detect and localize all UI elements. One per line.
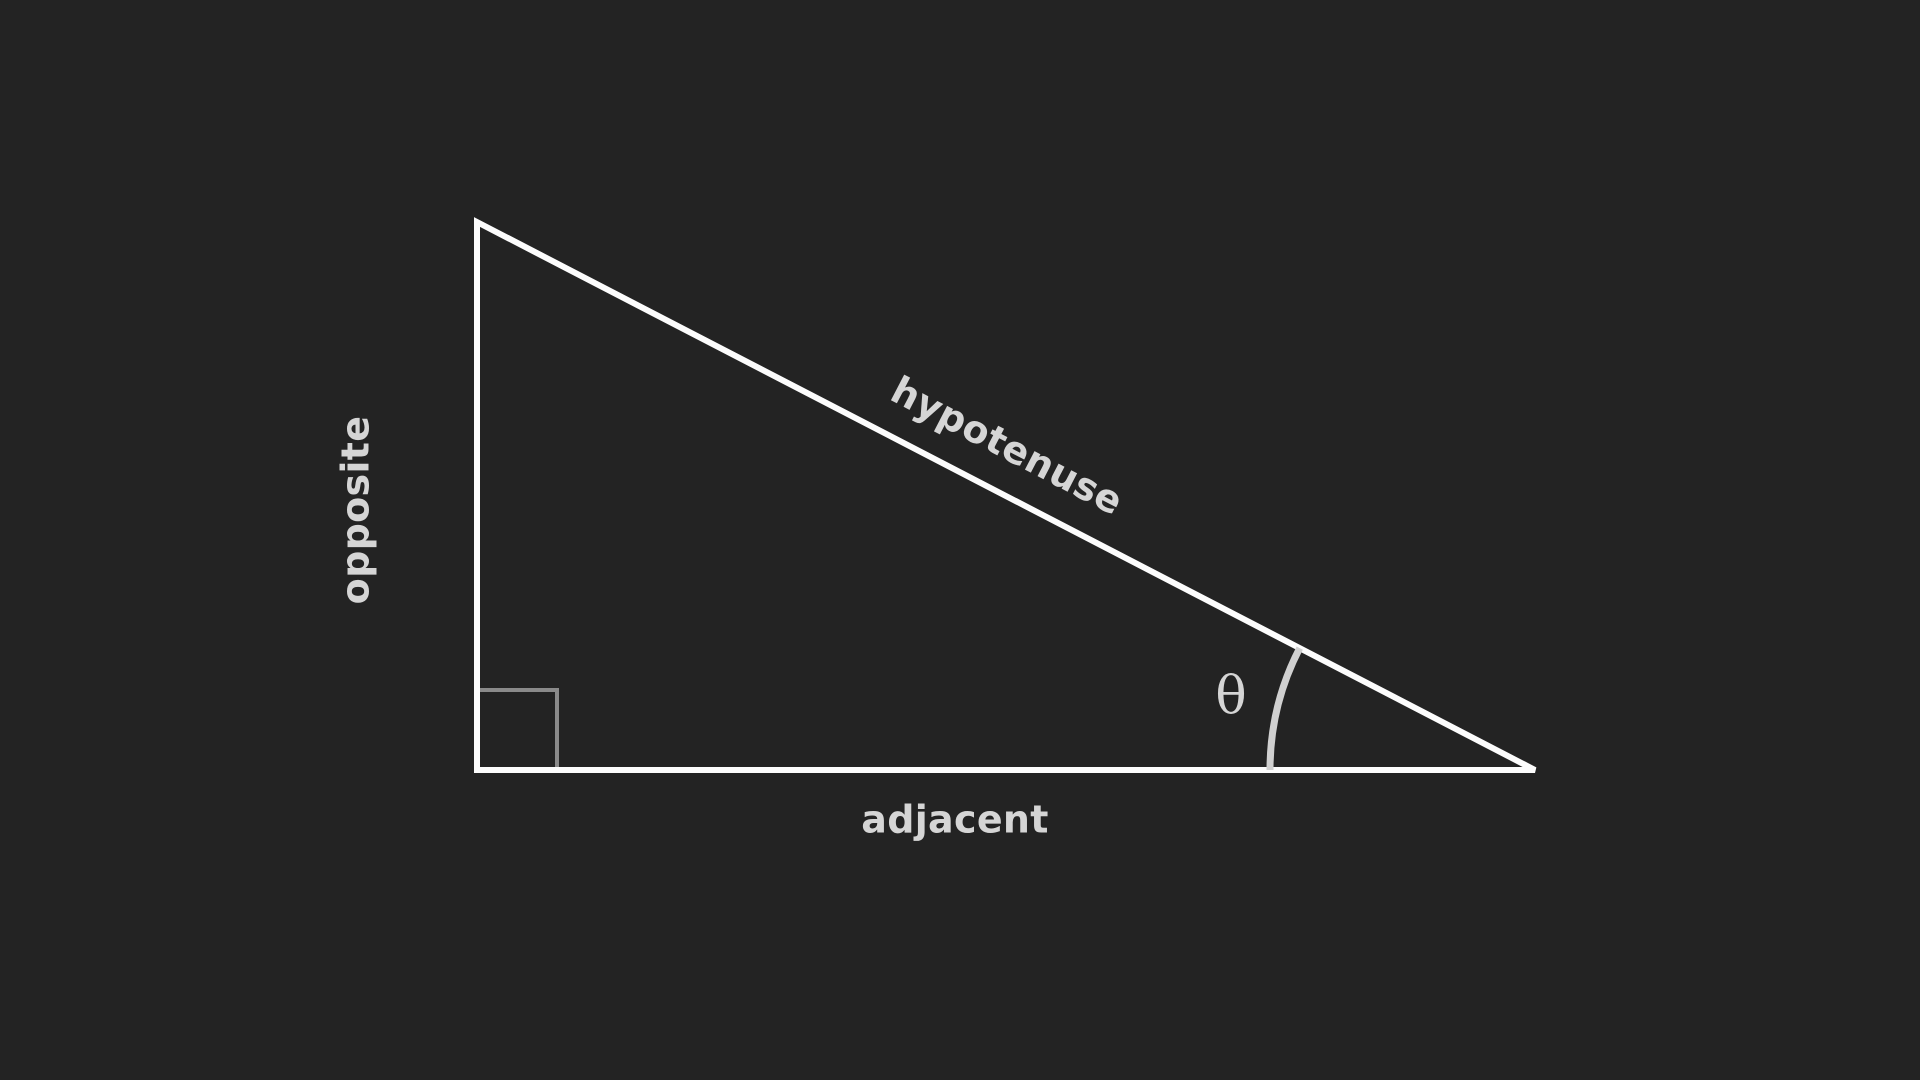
angle-arc (1266, 646, 1303, 771)
label-opposite: opposite (334, 416, 378, 605)
triangle-outline (474, 217, 1537, 773)
right-angle-marker-icon (477, 688, 559, 770)
label-hypotenuse: hypotenuse (884, 368, 1130, 524)
label-adjacent: adjacent (861, 798, 1048, 842)
label-theta-angle: θ (1215, 667, 1246, 727)
